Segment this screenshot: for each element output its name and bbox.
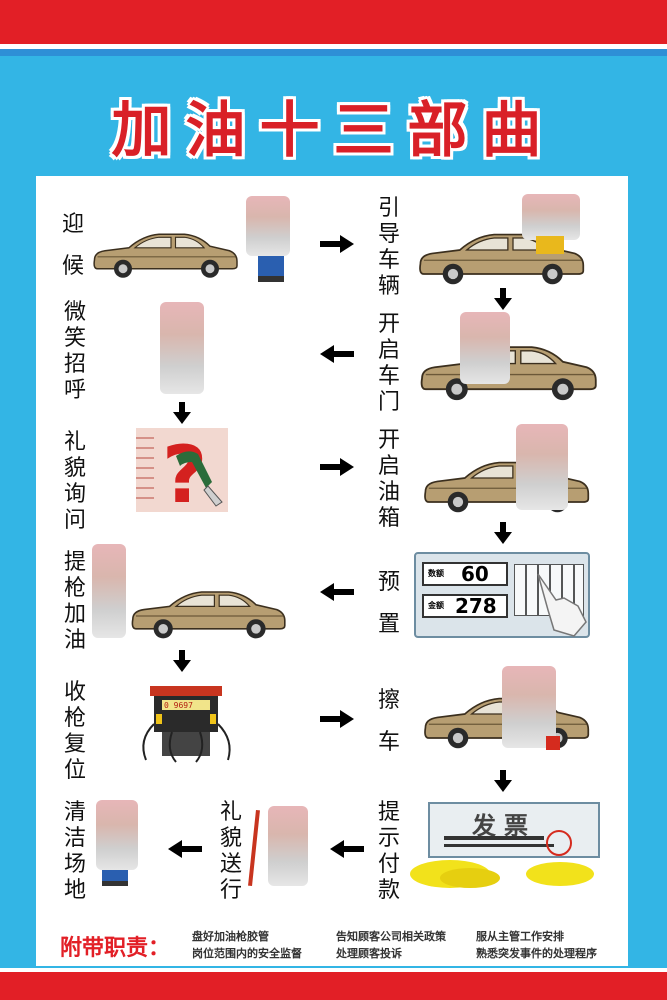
attendant-blurred	[92, 544, 126, 638]
step-label-lift-nozzle-refuel: 提枪加油	[63, 550, 86, 653]
attendant-legs	[102, 870, 128, 886]
bucket-icon	[546, 736, 560, 750]
attendant-blurred	[246, 196, 290, 256]
arrow-down-icon	[494, 288, 512, 310]
fuel-pump-icon: 0 9697	[142, 686, 231, 763]
preset-volume-label: 金额	[428, 601, 444, 610]
arrow-left-icon	[330, 840, 364, 858]
top-white-stripe	[0, 44, 667, 49]
attendant-blurred	[460, 312, 510, 384]
car-welcome	[90, 224, 240, 282]
duty-item: 熟悉突发事件的处理程序	[476, 947, 597, 960]
attendant-blurred	[160, 302, 204, 394]
preset-volume-value: 278	[454, 594, 497, 618]
fuel-inquiry-sign: ?	[136, 428, 228, 512]
top-blue-stripe	[0, 49, 667, 56]
attendant-blurred	[522, 194, 580, 240]
coins-icon	[410, 860, 594, 888]
arrow-right-icon	[320, 710, 354, 728]
duty-column-1: 盘好加油枪胶管 岗位范围内的安全监督	[192, 928, 302, 962]
attendant-body	[536, 236, 564, 254]
duty-item: 告知顾客公司相关政策	[336, 930, 446, 943]
step-label-polite-farewell: 礼貌送行	[219, 800, 242, 903]
car-refuel	[126, 584, 290, 640]
duty-item: 处理顾客投诉	[336, 947, 402, 960]
duty-column-3: 服从主管工作安排 熟悉突发事件的处理程序	[476, 928, 597, 962]
step-label-preset: 预置	[377, 570, 400, 637]
step-label-payment-reminder: 提示付款	[377, 800, 400, 903]
step-label-polite-inquiry: 礼貌询问	[63, 430, 86, 533]
step-label-guide-vehicle: 引导车辆	[377, 196, 400, 299]
preset-keypad-panel: 数额 60 金额 278	[414, 552, 590, 638]
invoice-text: 发票	[472, 812, 536, 840]
step-label-clean-area: 清洁场地	[63, 800, 86, 903]
footer-title: 附带职责：	[60, 936, 171, 961]
step-label-holster-nozzle: 收枪复位	[63, 680, 86, 783]
pump-display-text: 0 9697	[164, 701, 193, 710]
attendant-blurred	[502, 666, 556, 748]
preset-amount-value: 60	[460, 562, 489, 586]
arrow-down-icon	[494, 770, 512, 792]
attendant-blurred	[268, 806, 308, 886]
invoice-sign: 发票	[428, 802, 600, 858]
step-label-smile-greet: 微笑招呼	[63, 300, 86, 403]
duty-item: 服从主管工作安排	[476, 930, 564, 943]
bottom-white-stripe	[0, 968, 667, 972]
bottom-red-band	[0, 972, 667, 1000]
arrow-right-icon	[320, 235, 354, 253]
duty-item: 岗位范围内的安全监督	[192, 947, 302, 960]
step-label-open-fuel-tank: 开启油箱	[377, 428, 400, 531]
car-fuel-tank	[406, 454, 606, 514]
arrow-right-icon	[320, 458, 354, 476]
top-red-band	[0, 0, 667, 44]
duty-column-2: 告知顾客公司相关政策 处理顾客投诉	[336, 928, 446, 962]
poster-title: 加油十三部曲	[111, 96, 556, 166]
step-label-wipe-car: 擦车	[377, 688, 400, 755]
attendant-blurred	[516, 424, 568, 510]
step-label-welcome: 迎候	[61, 212, 84, 279]
arrow-down-icon	[173, 650, 191, 672]
preset-amount-label: 数额	[428, 569, 444, 578]
attendant-legs	[258, 256, 284, 282]
pointing-hand-icon	[537, 573, 587, 637]
duty-item: 盘好加油枪胶管	[192, 930, 269, 943]
arrow-down-icon	[494, 522, 512, 544]
arrow-left-icon	[168, 840, 202, 858]
arrow-left-icon	[320, 583, 354, 601]
arrow-left-icon	[320, 345, 354, 363]
step-label-open-door: 开启车门	[377, 312, 400, 415]
arrow-down-icon	[173, 402, 191, 424]
invoice-seal	[546, 830, 572, 856]
attendant-blurred	[96, 800, 138, 870]
